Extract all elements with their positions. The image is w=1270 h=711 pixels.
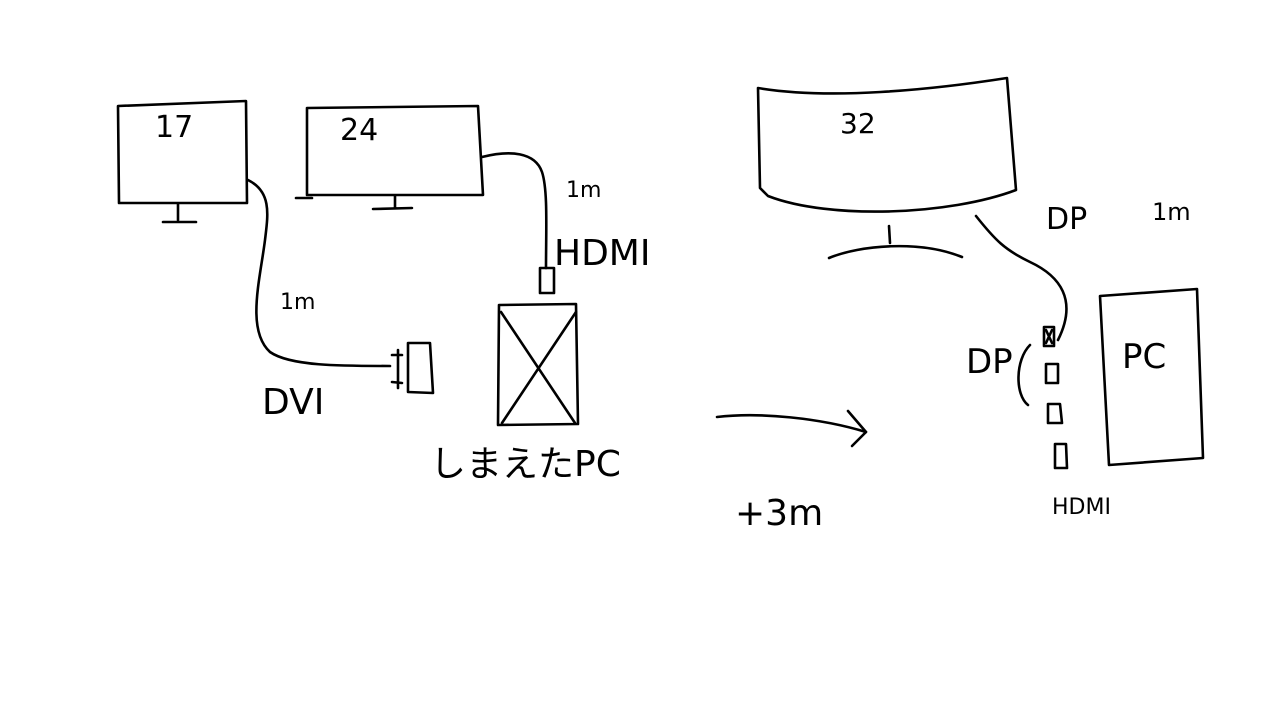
dvi-label: DVI (262, 382, 325, 423)
dp-cable-length: 1m (1152, 198, 1191, 226)
monitor-32-label: 32 (840, 107, 876, 140)
monitor-17-label: 17 (155, 110, 194, 145)
monitor-32 (756, 76, 1018, 260)
port-stack (1017, 325, 1069, 470)
transition-note: +3m (735, 493, 824, 534)
dp-port-group-label: DP (966, 342, 1013, 382)
hdmi-cable (480, 152, 548, 270)
dp-cable (974, 214, 1068, 342)
pc-tower (1098, 287, 1205, 467)
hdmi-cable-length: 1m (566, 178, 602, 203)
dvi-connector-icon (390, 341, 435, 395)
dvi-cable (246, 178, 392, 368)
hdmi-port-label: HDMI (1052, 495, 1111, 520)
pc-label: PC (1122, 337, 1167, 377)
monitor-24 (294, 104, 485, 211)
monitor-24-label: 24 (340, 113, 379, 148)
dp-cable-connector-label: DP (1046, 202, 1088, 237)
monitor-17 (116, 99, 249, 224)
old-pc-crossed (496, 302, 580, 427)
dvi-cable-length: 1m (280, 290, 316, 315)
old-pc-label: しまえたPC (430, 444, 621, 485)
arrow-right-icon (715, 409, 868, 448)
hdmi-label: HDMI (554, 233, 651, 274)
hdmi-connector-icon (538, 266, 556, 295)
